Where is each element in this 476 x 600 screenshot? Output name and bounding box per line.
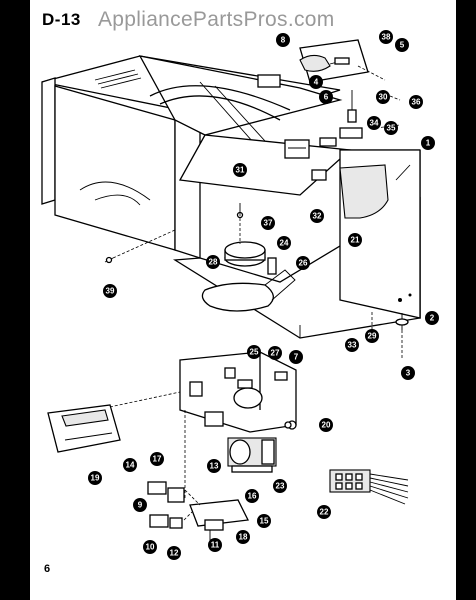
page-number: 6 <box>44 563 51 575</box>
callout-8[interactable]: 8 <box>276 33 290 47</box>
svg-text:24: 24 <box>280 239 289 248</box>
svg-text:37: 37 <box>264 219 273 228</box>
svg-text:27: 27 <box>271 349 280 358</box>
svg-text:23: 23 <box>276 482 285 491</box>
callout-12[interactable]: 12 <box>167 546 181 560</box>
svg-text:20: 20 <box>322 421 331 430</box>
svg-text:25: 25 <box>250 348 259 357</box>
callout-26[interactable]: 26 <box>296 256 310 270</box>
svg-text:39: 39 <box>106 287 115 296</box>
svg-text:19: 19 <box>91 474 100 483</box>
svg-text:7: 7 <box>294 353 299 362</box>
svg-text:33: 33 <box>348 341 357 350</box>
svg-text:28: 28 <box>209 258 218 267</box>
callout-15[interactable]: 15 <box>257 514 271 528</box>
svg-text:35: 35 <box>387 124 396 133</box>
svg-text:36: 36 <box>412 98 421 107</box>
callout-17[interactable]: 17 <box>150 452 164 466</box>
callout-2[interactable]: 2 <box>425 311 439 325</box>
callout-18[interactable]: 18 <box>236 530 250 544</box>
callout-20[interactable]: 20 <box>319 418 333 432</box>
svg-text:10: 10 <box>146 543 155 552</box>
diagram-id: D-13 <box>42 10 81 29</box>
callout-27[interactable]: 27 <box>268 346 282 360</box>
callout-13[interactable]: 13 <box>207 459 221 473</box>
callout-7[interactable]: 7 <box>289 350 303 364</box>
callout-25[interactable]: 25 <box>247 345 261 359</box>
callout-5[interactable]: 5 <box>395 38 409 52</box>
callout-10[interactable]: 10 <box>143 540 157 554</box>
svg-text:32: 32 <box>313 212 322 221</box>
callout-35[interactable]: 35 <box>384 121 398 135</box>
callout-32[interactable]: 32 <box>310 209 324 223</box>
svg-text:2: 2 <box>430 314 435 323</box>
svg-text:13: 13 <box>210 462 219 471</box>
svg-text:16: 16 <box>248 492 257 501</box>
callout-29[interactable]: 29 <box>365 329 379 343</box>
svg-text:15: 15 <box>260 517 269 526</box>
callout-21[interactable]: 21 <box>348 233 362 247</box>
callout-11[interactable]: 11 <box>208 538 222 552</box>
callout-3[interactable]: 3 <box>401 366 415 380</box>
watermark: AppliancePartsPros.com <box>98 8 335 31</box>
control-assembly-drawing <box>47 351 409 548</box>
svg-text:9: 9 <box>138 501 143 510</box>
svg-text:18: 18 <box>239 533 248 542</box>
callout-34[interactable]: 34 <box>367 116 381 130</box>
svg-text:22: 22 <box>320 508 329 517</box>
svg-text:26: 26 <box>299 259 308 268</box>
svg-text:14: 14 <box>126 461 135 470</box>
svg-text:4: 4 <box>314 78 319 87</box>
svg-text:30: 30 <box>379 93 388 102</box>
callout-4[interactable]: 4 <box>309 75 323 89</box>
callout-9[interactable]: 9 <box>133 498 147 512</box>
callout-30[interactable]: 30 <box>376 90 390 104</box>
callout-1[interactable]: 1 <box>421 136 435 150</box>
callout-31[interactable]: 31 <box>233 163 247 177</box>
svg-text:12: 12 <box>170 549 179 558</box>
svg-text:6: 6 <box>324 93 329 102</box>
callout-19[interactable]: 19 <box>88 471 102 485</box>
callout-36[interactable]: 36 <box>409 95 423 109</box>
callout-22[interactable]: 22 <box>317 505 331 519</box>
callout-33[interactable]: 33 <box>345 338 359 352</box>
callout-24[interactable]: 24 <box>277 236 291 250</box>
svg-text:29: 29 <box>368 332 377 341</box>
svg-text:17: 17 <box>153 455 162 464</box>
callout-28[interactable]: 28 <box>206 255 220 269</box>
callout-23[interactable]: 23 <box>273 479 287 493</box>
svg-text:31: 31 <box>236 166 245 175</box>
callout-38[interactable]: 38 <box>379 30 393 44</box>
callout-14[interactable]: 14 <box>123 458 137 472</box>
upper-hardware-drawing <box>257 39 411 181</box>
svg-text:5: 5 <box>400 41 405 50</box>
svg-text:1: 1 <box>426 139 431 148</box>
callout-37[interactable]: 37 <box>261 216 275 230</box>
svg-text:11: 11 <box>211 541 220 550</box>
callout-16[interactable]: 16 <box>245 489 259 503</box>
svg-text:21: 21 <box>351 236 360 245</box>
svg-text:38: 38 <box>382 33 391 42</box>
cabinet-drawing <box>41 55 421 360</box>
callout-6[interactable]: 6 <box>319 90 333 104</box>
svg-text:3: 3 <box>406 369 411 378</box>
svg-text:8: 8 <box>281 36 286 45</box>
svg-text:34: 34 <box>370 119 379 128</box>
callout-39[interactable]: 39 <box>103 284 117 298</box>
